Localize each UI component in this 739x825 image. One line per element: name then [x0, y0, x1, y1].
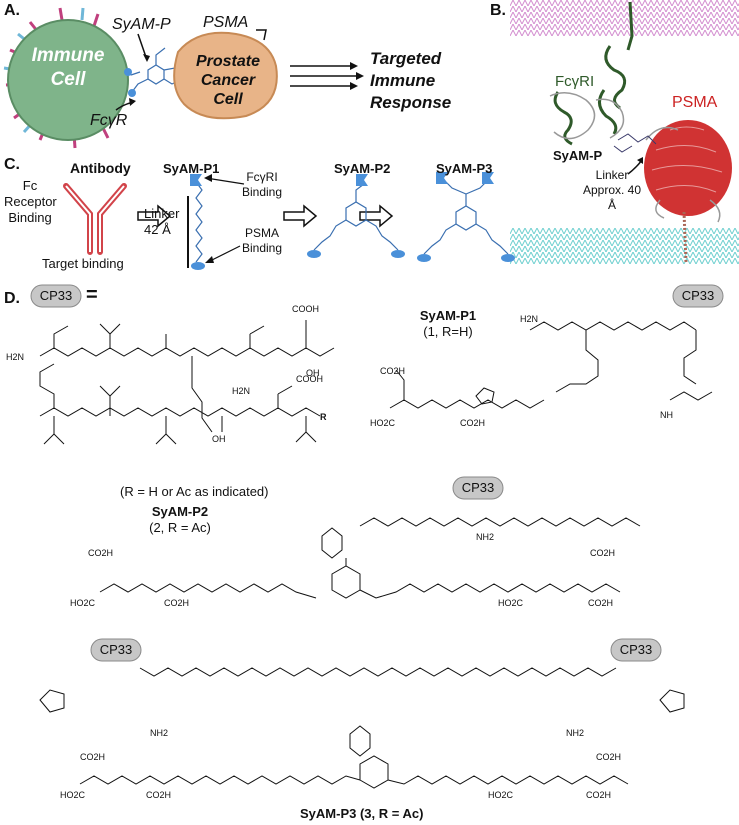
prostate-cell-shape — [173, 31, 278, 120]
co2h-p3-3: CO2H — [596, 752, 621, 762]
cp33-badge-p3-right — [610, 638, 662, 662]
oh-label-2: OH — [212, 434, 226, 444]
cp33-badge-p1-text: CP33 — [681, 288, 715, 303]
ho2c-p3-2: HO2C — [488, 790, 514, 800]
cp33-badge-p1 — [672, 284, 724, 308]
r-group-label: R — [320, 412, 327, 422]
nh2-p2: NH2 — [476, 532, 494, 542]
fcgr-label: FcγR — [90, 112, 128, 129]
syam-p2-compound-sub: (2, R = Ac) — [149, 520, 211, 535]
syam-p1-compound-name: SyAM-P1 — [419, 308, 477, 323]
h2n-p1: H2N — [520, 314, 538, 324]
cp33-badge-text: CP33 — [39, 288, 73, 303]
ho2c-p2: HO2C — [70, 598, 96, 608]
syam-p3-label: SyAM-P3 — [436, 161, 493, 176]
cp33-badge-p3-left — [90, 638, 142, 662]
oh-label: OH — [306, 368, 320, 378]
panel-c-label: C. — [4, 156, 20, 173]
immune-cell-label: Immune Cell — [31, 45, 105, 90]
psma-structure-label: PSMA — [672, 94, 718, 111]
co2h-p3-4: CO2H — [586, 790, 611, 800]
syam-p-model — [613, 133, 657, 153]
panel-b-structure — [510, 0, 739, 264]
r-group-note: (R = H or Ac as indicated) — [120, 484, 269, 499]
psma-protein — [644, 120, 732, 223]
nh-p1: NH — [660, 410, 673, 420]
cp33-badge-p3-left-text: CP33 — [99, 642, 133, 657]
cp33-peptide-structure: H2N COOH COOH OH H2N OH R — [6, 304, 335, 445]
co2h-p2-3: CO2H — [590, 548, 615, 558]
panel-d-label: D. — [4, 290, 20, 307]
panel-a-label: A. — [4, 2, 20, 19]
cp33-badge-p2-text: CP33 — [461, 480, 495, 495]
panel-a-graphic — [3, 7, 364, 149]
syam-p2-structure: CO2H HO2C CO2H CO2H HO2C CO2H NH2 — [70, 517, 641, 608]
psma-label: PSMA — [203, 14, 249, 31]
h2n-label: H2N — [6, 352, 24, 362]
equals-sign: = — [86, 284, 98, 306]
nh2-p3: NH2 — [150, 728, 168, 738]
cp33-badge-p2 — [452, 476, 504, 500]
ho2c-p3: HO2C — [60, 790, 86, 800]
nh2-p3-2: NH2 — [566, 728, 584, 738]
co2h-p3-2: CO2H — [146, 790, 171, 800]
co2h-p1: CO2H — [380, 366, 405, 376]
co2h-p3: CO2H — [80, 752, 105, 762]
syam-p3-structure: CO2H HO2C CO2H CO2H HO2C CO2H NH2 NH2 — [39, 667, 685, 800]
linker-length-label: Linker 42 Å — [144, 206, 180, 237]
fcgri-label: FcγRI — [555, 73, 595, 90]
co2h-p1-2: CO2H — [460, 418, 485, 428]
bottom-membrane — [510, 228, 739, 264]
syam-p2-compound-name: SyAM-P2 — [151, 504, 209, 519]
cp33-badge-p3-right-text: CP33 — [619, 642, 653, 657]
antibody-label: Antibody — [70, 160, 131, 176]
co2h-p2-4: CO2H — [588, 598, 613, 608]
syam-p3-compound-name: SyAM-P3 (3, R = Ac) — [300, 806, 424, 821]
syam-p1-structure: H2N CO2H HO2C CO2H NH — [370, 314, 713, 428]
syam-p-label: SyAM-P — [112, 16, 171, 33]
psma-binding-label: PSMA Binding — [241, 226, 283, 255]
fc-receptor-binding-label: Fc Receptor Binding — [4, 178, 57, 225]
panel-b-label: B. — [490, 2, 506, 19]
ho2c-p1: HO2C — [370, 418, 396, 428]
panel-c-graphic — [63, 172, 515, 270]
syam-p-structure-label: SyAM-P — [553, 148, 603, 163]
syam-p1-label: SyAM-P1 — [163, 161, 220, 176]
fcgri-binding-label: FcγRI Binding — [241, 170, 283, 199]
syam-p2-label: SyAM-P2 — [334, 161, 391, 176]
ho2c-p2-2: HO2C — [498, 598, 524, 608]
prostate-cell-label: Prostate Cancer Cell — [195, 53, 261, 108]
target-binding-label: Target binding — [42, 256, 124, 271]
targeted-response-label: Targeted Immune Response — [370, 49, 452, 112]
cooh-label-2: COOH — [296, 374, 323, 384]
syam-p1-compound-sub: (1, R=H) — [423, 324, 473, 339]
co2h-p2: CO2H — [88, 548, 113, 558]
h2n-label-2: H2N — [232, 386, 250, 396]
top-membrane — [510, 0, 739, 36]
cooh-label: COOH — [292, 304, 319, 314]
immune-cell-shape — [7, 19, 129, 141]
cp33-badge — [30, 284, 82, 308]
co2h-p2-2: CO2H — [164, 598, 189, 608]
linker-distance-label: Linker Approx. 40 Å — [582, 168, 642, 212]
